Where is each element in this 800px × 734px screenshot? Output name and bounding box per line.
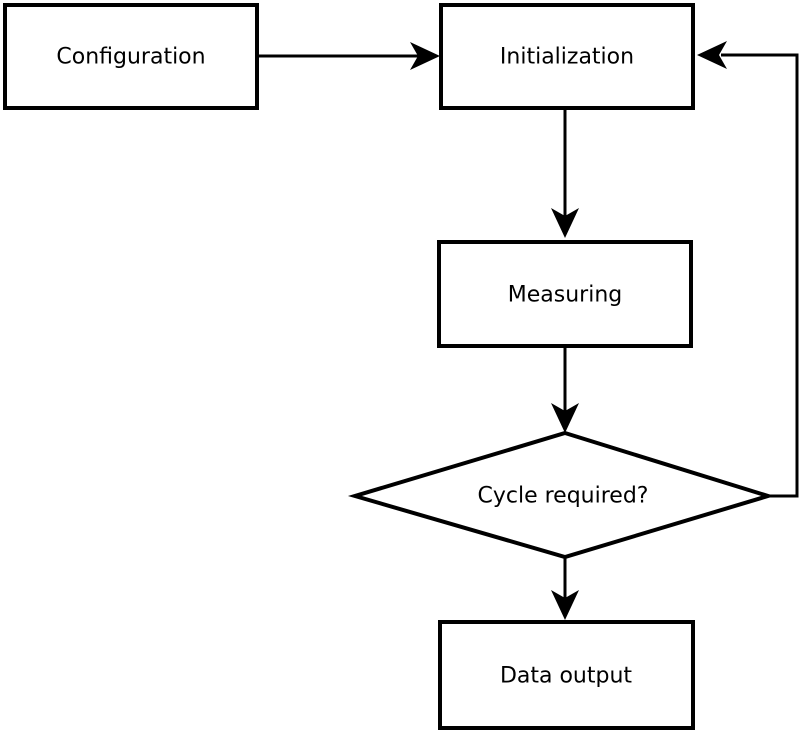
- node-configuration-box: [3, 3, 259, 110]
- edge-cycle-required-to-initialization-loop: [697, 41, 799, 498]
- edge-configuration-to-initialization: [257, 42, 440, 70]
- arrowhead-left-icon: [697, 41, 727, 69]
- node-data-output-label: Data output: [500, 664, 632, 689]
- arrowhead-down-icon: [551, 590, 579, 620]
- node-measuring-label: Measuring: [508, 283, 622, 308]
- node-measuring: Measuring: [437, 240, 693, 348]
- node-cycle-required-label: Cycle required?: [478, 484, 649, 509]
- arrowhead-down-icon: [551, 208, 579, 238]
- arrowhead-down-icon: [551, 403, 579, 433]
- node-initialization: Initialization: [439, 3, 695, 110]
- node-data-output: Data output: [438, 620, 695, 730]
- node-measuring-box: [437, 240, 693, 348]
- node-configuration-label: Configuration: [56, 45, 205, 70]
- node-initialization-box: [439, 3, 695, 110]
- node-initialization-label: Initialization: [500, 45, 634, 70]
- edge-measuring-to-cycle-required: [551, 348, 579, 433]
- edge-initialization-to-measuring: [551, 107, 579, 238]
- arrowhead-right-icon: [410, 42, 440, 70]
- node-configuration: Configuration: [3, 3, 259, 110]
- edge-loop-line: [721, 53, 799, 498]
- node-cycle-required: Cycle required?: [347, 430, 775, 560]
- edge-cycle-required-to-data-output: [551, 555, 579, 620]
- node-cycle-required-diamond: [347, 430, 775, 560]
- node-data-output-box: [438, 620, 695, 730]
